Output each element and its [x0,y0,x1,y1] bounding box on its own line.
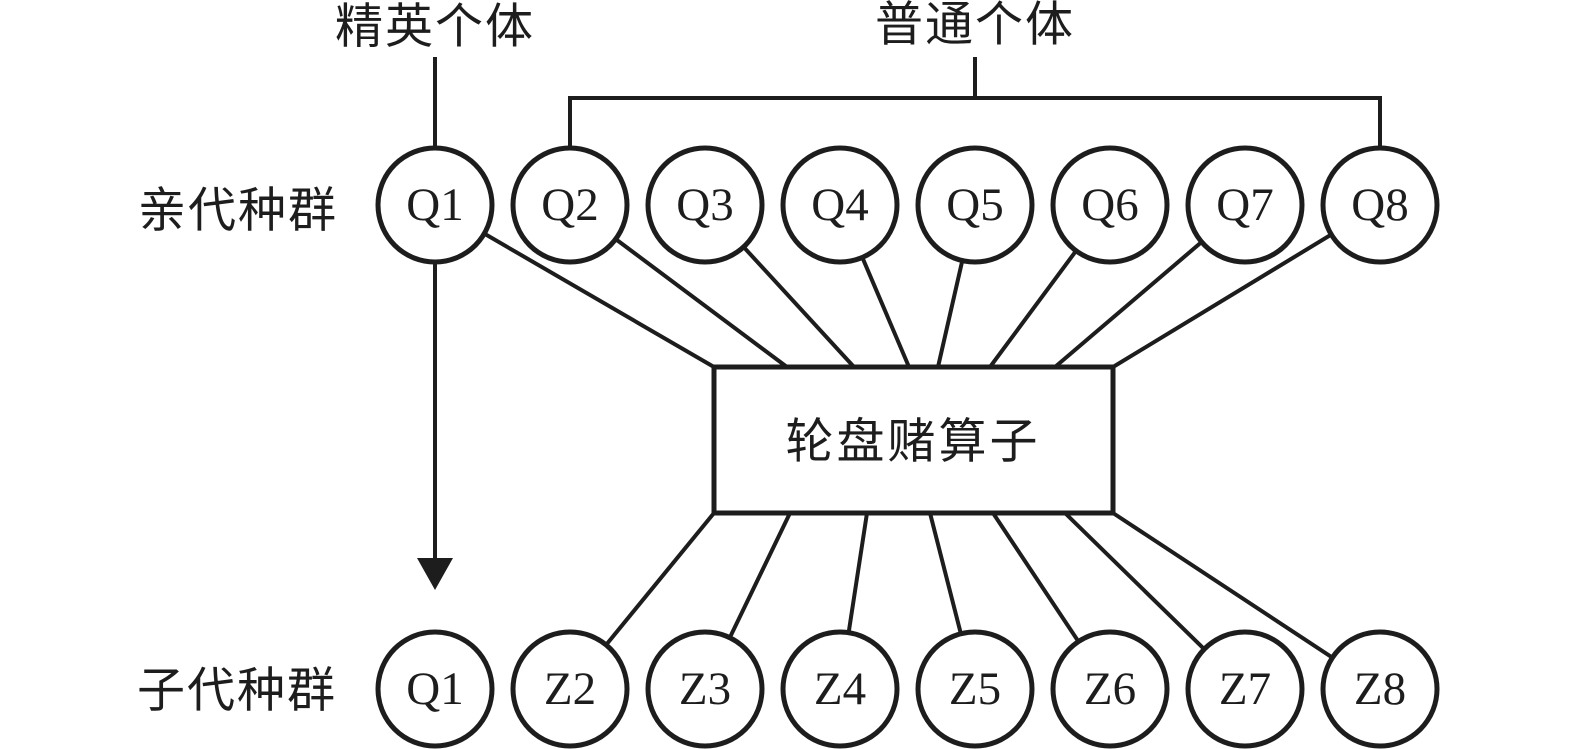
parent-node-Q8: Q8 [1320,145,1440,265]
parent-node-circle [1050,145,1170,265]
offspring-node-label: Z7 [1219,663,1271,715]
offspring-node-Z8: Z8 [1320,629,1440,749]
parent-node-label: Q5 [946,179,1003,231]
offspring-node-label: Z8 [1354,663,1406,715]
parent-node-label: Q8 [1351,179,1408,231]
parent-node-circle [915,145,1035,265]
parent-node-label: Q7 [1216,179,1273,231]
elite-individual-label: 精英个体 [335,1,535,54]
parent-node-circle [1185,145,1305,265]
offspring-node-label: Z3 [679,663,731,715]
parent-node-label: Q2 [541,179,598,231]
offspring-node-label: Z5 [949,663,1001,715]
offspring-node-Z5: Z5 [915,629,1035,749]
parent-node-circle [780,145,900,265]
common-bracket [568,96,1382,148]
offspring-node-circle [1050,629,1170,749]
parent-node-label: Q4 [811,179,868,231]
parent-node-circle [510,145,630,265]
parent-node-label: Q3 [676,179,733,231]
parent-node-Q1: Q1 [375,145,495,265]
offspring-node-Q1: Q1 [375,629,495,749]
offspring-node-circle [510,629,630,749]
offspring-node-circle [645,629,765,749]
parent-node-circle [375,145,495,265]
elite-arrow-head-icon [417,558,453,590]
offspring-node-label: Z2 [544,663,596,715]
offspring-node-circle [375,629,495,749]
parent-node-Q3: Q3 [645,145,765,265]
parent-node-Q6: Q6 [1050,145,1170,265]
offspring-node-Z4: Z4 [780,629,900,749]
parent-node-label: Q6 [1081,179,1138,231]
parent-node-Q5: Q5 [915,145,1035,265]
operator-box-label: 轮盘赌算子 [785,416,1040,469]
offspring-node-label: Z6 [1084,663,1136,715]
parent-node-Q7: Q7 [1185,145,1305,265]
offspring-node-label: Q1 [406,663,463,715]
offspring-population-label: 子代种群 [137,665,337,718]
operator-box [711,364,1116,516]
offspring-node-circle [1185,629,1305,749]
parent-node-circle [645,145,765,265]
parent-node-Q2: Q2 [510,145,630,265]
offspring-node-Z2: Z2 [510,629,630,749]
offspring-node-circle [1320,629,1440,749]
offspring-node-circle [915,629,1035,749]
offspring-node-Z6: Z6 [1050,629,1170,749]
offspring-node-Z7: Z7 [1185,629,1305,749]
parent-population-label: 亲代种群 [138,185,338,238]
common-individual-label: 普通个体 [875,0,1075,52]
offspring-node-Z3: Z3 [645,629,765,749]
offspring-node-circle [780,629,900,749]
parent-node-circle [1320,145,1440,265]
parent-node-Q4: Q4 [780,145,900,265]
parent-node-label: Q1 [406,179,463,231]
offspring-node-label: Z4 [814,663,866,715]
